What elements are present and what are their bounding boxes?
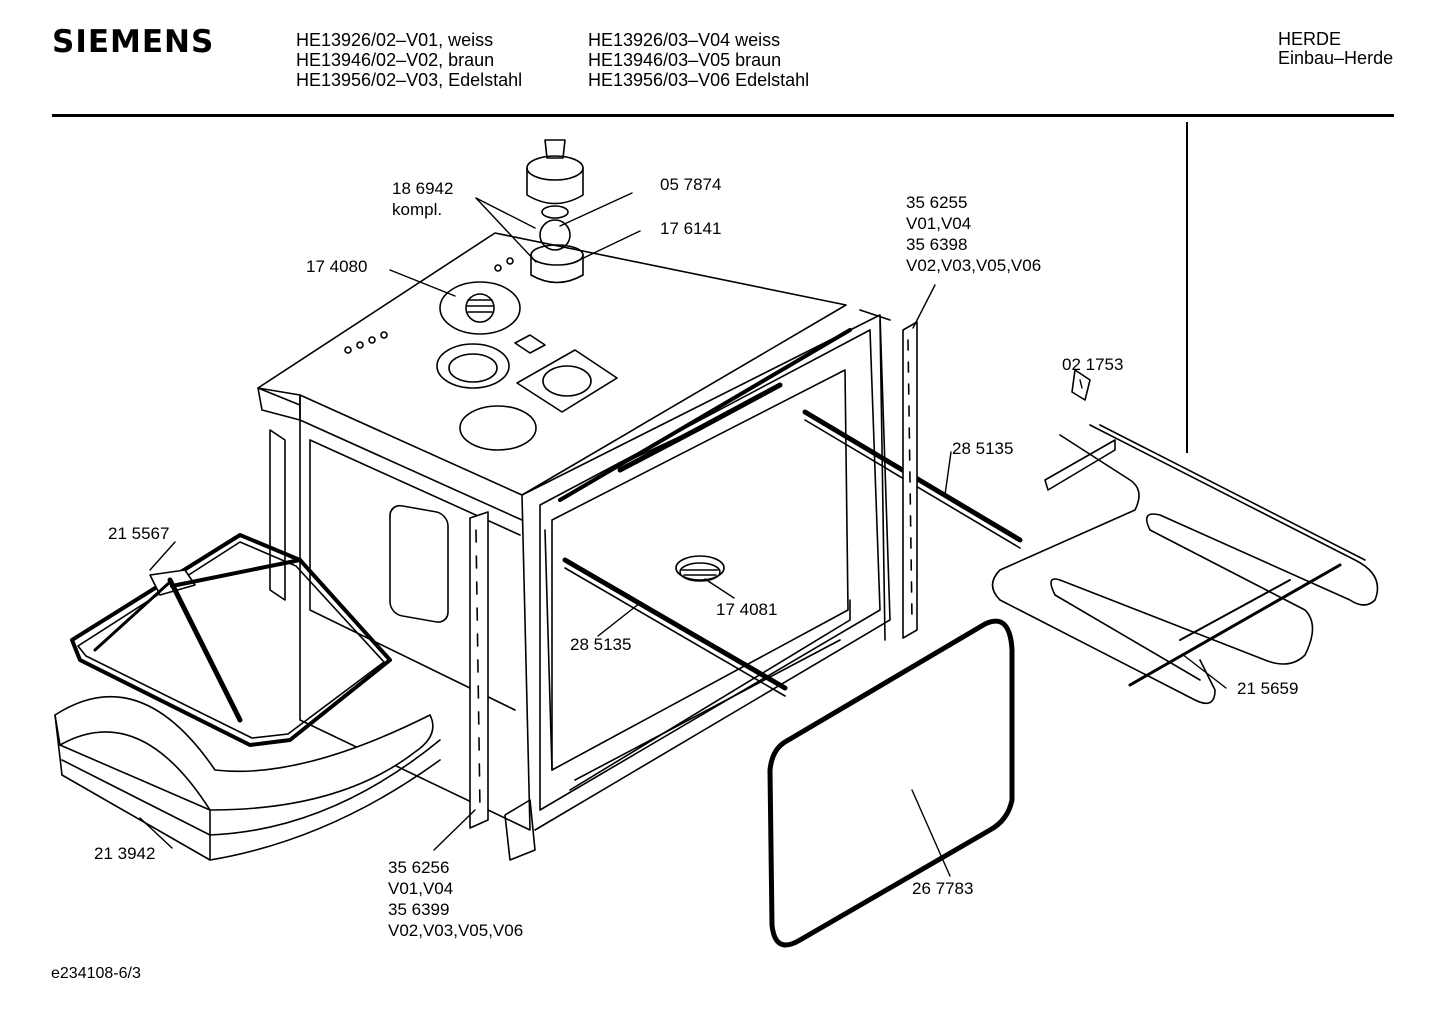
header-divider <box>52 114 1394 117</box>
model-list-03: HE13926/03–V04 weiss HE13946/03–V05 brau… <box>588 30 809 90</box>
callout-18-6942: 18 6942 kompl. <box>392 179 454 219</box>
callout-02-1753: 02 1753 <box>1062 355 1124 374</box>
model-list-02: HE13926/02–V01, weiss HE13946/02–V02, br… <box>296 30 522 90</box>
ring-heater-215567 <box>70 533 392 747</box>
model-line: HE13956/03–V06 Edelstahl <box>588 70 810 90</box>
model-line: HE13926/02–V01, weiss <box>296 30 494 50</box>
side-strip-right <box>902 321 918 639</box>
siemens-logo: SIEMENS <box>52 24 215 60</box>
oven-bottom-vent <box>675 555 725 582</box>
callout-28-5135-left: 28 5135 <box>570 635 632 654</box>
callout-28-5135-right: 28 5135 <box>952 439 1014 458</box>
section-divider <box>1186 122 1188 453</box>
drawing-code: e234108-6/3 <box>51 965 141 982</box>
callout-21-5659: 21 5659 <box>1237 679 1299 698</box>
callout-17-6141: 17 6141 <box>660 219 722 238</box>
model-line: HE13946/03–V05 braun <box>588 50 782 70</box>
callout-21-5567: 21 5567 <box>108 524 170 543</box>
callout-35-6256: 35 6256 V01,V04 35 6399 V02,V03,V05,V06 <box>388 858 524 940</box>
callout-35-6255: 35 6255 V01,V04 35 6398 V02,V03,V05,V06 <box>906 193 1042 275</box>
oven-housing <box>257 232 891 831</box>
callout-leader-lines <box>139 192 1227 877</box>
callout-17-4081: 17 4081 <box>716 600 778 619</box>
callout-05-7874: 05 7874 <box>660 175 722 194</box>
door-glass-frame-267783 <box>767 618 1015 948</box>
model-line: HE13956/02–V03, Edelstahl <box>296 70 523 90</box>
callout-26-7783: 26 7783 <box>912 879 974 898</box>
shelf-rail-left <box>562 557 788 697</box>
thermostat-assembly <box>526 139 584 284</box>
front-frame-flange <box>504 799 536 861</box>
callout-21-3942: 21 3942 <box>94 844 156 863</box>
top-cutouts <box>344 257 618 451</box>
side-strip-left <box>469 511 489 829</box>
category: HERDE Einbau–Herde <box>1278 30 1393 68</box>
category-title: HERDE <box>1278 29 1342 49</box>
model-line: HE13926/03–V04 weiss <box>588 30 781 50</box>
category-subtitle: Einbau–Herde <box>1278 48 1394 68</box>
door-seal-213942 <box>54 695 441 861</box>
model-line: HE13946/02–V02, braun <box>296 50 495 70</box>
grill-element-215659 <box>991 369 1379 705</box>
callout-17-4080: 17 4080 <box>306 257 368 276</box>
